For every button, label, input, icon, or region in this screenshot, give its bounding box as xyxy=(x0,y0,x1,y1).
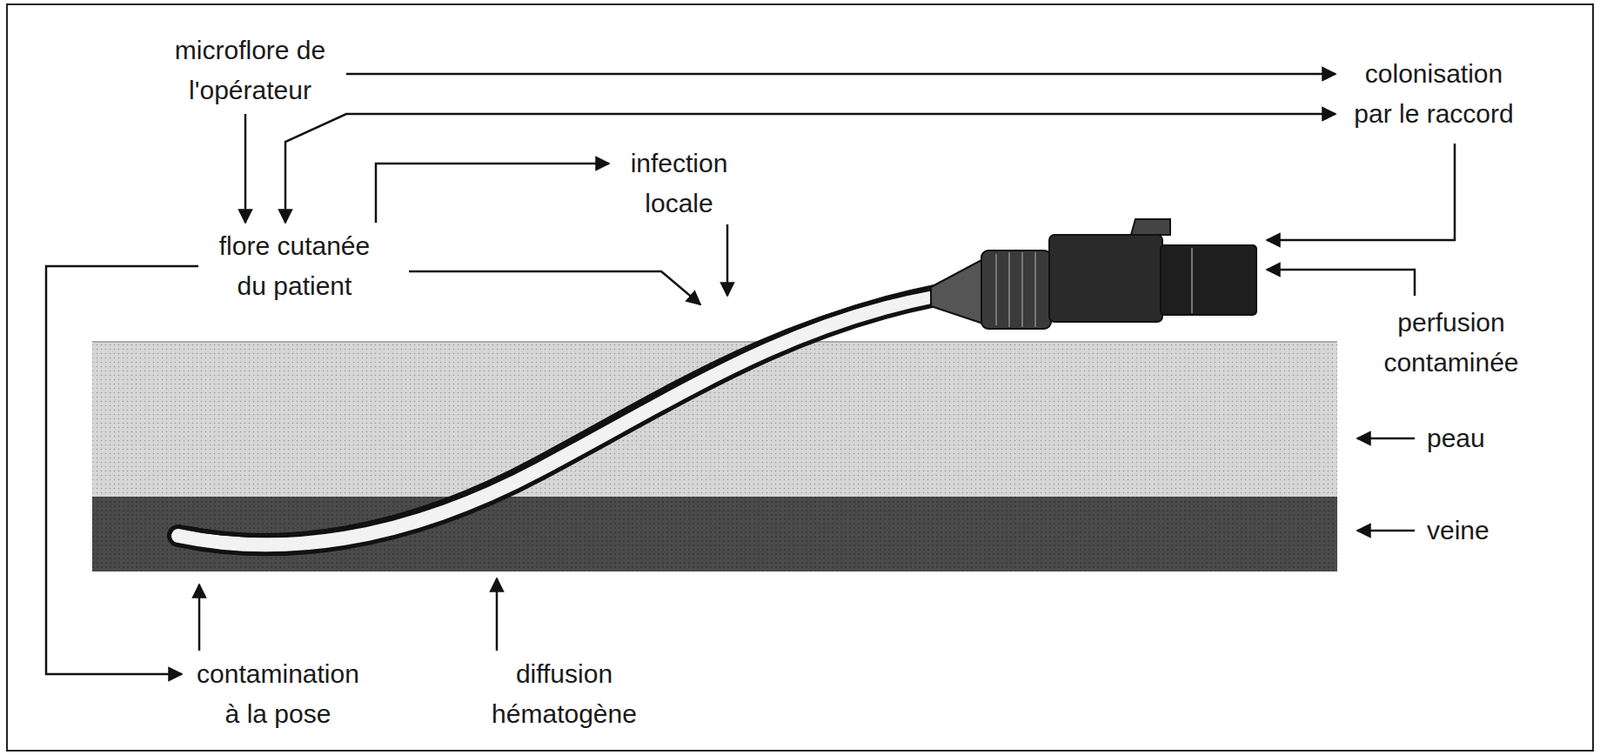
node-text: perfusion contaminée xyxy=(1377,302,1526,383)
leader-line xyxy=(1357,529,1415,533)
part-label: peau xyxy=(1426,418,1486,459)
node-text: flore cutanée du patient xyxy=(205,226,384,307)
text-node: colonisation par le raccord xyxy=(1342,53,1526,134)
catheter-tube xyxy=(178,295,936,545)
leader-line xyxy=(1357,437,1415,441)
leader-line xyxy=(726,224,730,296)
flow-arrow xyxy=(244,113,248,223)
text-node: diffusion hématogène xyxy=(488,654,641,735)
node-text: colonisation par le raccord xyxy=(1342,53,1526,134)
text-node: infection locale xyxy=(615,143,743,224)
text-node: perfusion contaminée xyxy=(1377,302,1526,383)
leader-line xyxy=(1266,143,1455,241)
node-text: contamination à la pose xyxy=(188,654,368,735)
flow-arrow xyxy=(285,113,1336,223)
leader-line xyxy=(198,584,201,651)
leader-line xyxy=(1266,269,1415,296)
text-node: microflore de l'opérateur xyxy=(160,30,340,111)
flow-arrow xyxy=(375,163,610,223)
catheter-hub xyxy=(930,259,984,324)
text-node: flore cutanée du patient xyxy=(205,226,384,307)
text-node: contamination à la pose xyxy=(188,654,368,735)
leader-line xyxy=(495,578,499,651)
frame xyxy=(6,4,1594,751)
part-label: veine xyxy=(1426,510,1490,551)
flow-arrow xyxy=(46,266,199,675)
node-text: infection locale xyxy=(615,143,743,224)
leader-line xyxy=(408,271,701,305)
flow-arrow xyxy=(346,73,1336,76)
node-text: diffusion hématogène xyxy=(488,654,641,735)
node-text: microflore de l'opérateur xyxy=(160,30,340,111)
